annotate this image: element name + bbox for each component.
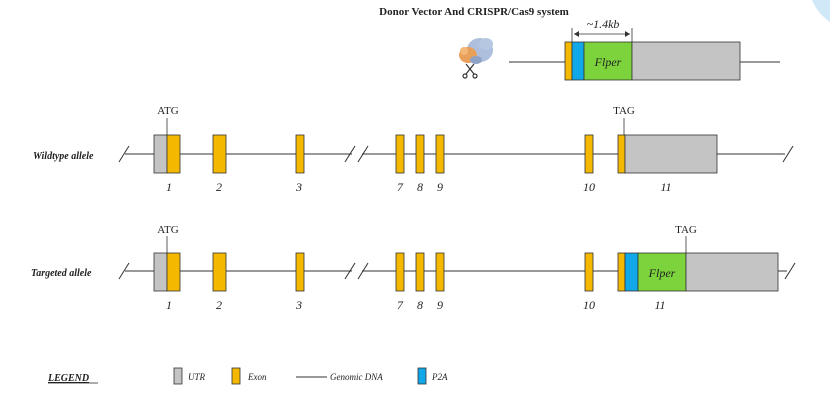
dna-break-mark — [344, 262, 356, 280]
exon-9-box — [435, 134, 445, 174]
exon-number: 11 — [660, 180, 671, 194]
exon-3-box — [295, 134, 305, 174]
p2a-box — [624, 252, 639, 292]
exon-7-box — [395, 134, 405, 174]
exon-1-box — [166, 134, 181, 174]
exon-number: 11 — [654, 298, 665, 312]
exon-number: 2 — [216, 298, 222, 312]
tag-label: TAG — [613, 105, 635, 117]
wildtype-allele: Wildtype allele ATG TAG 1 2 3 7 8 9 — [33, 105, 794, 194]
utr-3-box — [685, 252, 779, 292]
flper-box — [637, 252, 687, 292]
exon-number: 7 — [397, 298, 404, 312]
exon-8-box — [415, 134, 425, 174]
scissors-icon — [462, 63, 478, 79]
atg-label: ATG — [157, 224, 178, 236]
utr-5-box — [153, 134, 168, 174]
legend-utr-swatch — [173, 367, 183, 385]
exon-number: 10 — [583, 180, 595, 194]
utr-5-box — [153, 252, 168, 292]
dna-break-mark — [357, 262, 369, 280]
legend-genomic-dna-label: Genomic DNA — [330, 372, 383, 382]
exon-number: 7 — [397, 180, 404, 194]
flper-label: Flper — [648, 266, 676, 280]
exon-number: 8 — [417, 180, 423, 194]
exon-7-box — [395, 252, 405, 292]
donor-size-label: ~1.4kb — [587, 17, 620, 31]
donor-flper-box — [583, 41, 633, 81]
donor-p2a-box — [571, 41, 585, 81]
exon-10-box — [584, 252, 594, 292]
exon-2-box — [212, 252, 227, 292]
dna-break-mark — [782, 145, 794, 163]
exon-11-coding-box — [617, 252, 626, 292]
legend-title: LEGEND — [47, 373, 89, 384]
donor-exon-box — [564, 41, 573, 81]
exon-8-box — [415, 252, 425, 292]
dna-break-mark — [357, 145, 369, 163]
wildtype-allele-label: Wildtype allele — [33, 151, 94, 162]
legend-p2a-swatch — [417, 367, 427, 385]
exon-number: 3 — [295, 180, 302, 194]
targeted-allele-label: Targeted allele — [31, 268, 92, 279]
exon-number: 1 — [166, 180, 172, 194]
exon-number: 1 — [166, 298, 172, 312]
exon-number: 10 — [583, 298, 595, 312]
cas9-protein-icon — [459, 38, 493, 64]
legend-utr-label: UTR — [188, 372, 206, 382]
bracket-arrow-right-icon — [625, 31, 630, 37]
tag-label: TAG — [675, 224, 697, 236]
dna-break-mark — [344, 145, 356, 163]
atg-label: ATG — [157, 105, 178, 117]
legend: LEGEND UTR Exon Genomic DNA P2A — [47, 367, 448, 385]
exon-number: 9 — [437, 180, 443, 194]
diagram-title: Donor Vector And CRISPR/Cas9 system — [379, 6, 569, 18]
bracket-arrow-left-icon — [574, 31, 579, 37]
legend-exon-label: Exon — [247, 372, 267, 382]
dna-break-mark — [118, 262, 130, 280]
legend-exon-swatch — [231, 367, 241, 385]
targeted-allele: Targeted allele ATG TAG Flper 1 2 3 7 8 … — [31, 224, 796, 312]
legend-p2a-label: P2A — [431, 372, 448, 382]
exon-number: 8 — [417, 298, 423, 312]
donor-utr-box — [631, 41, 741, 81]
exon-2-box — [212, 134, 227, 174]
dna-break-mark — [118, 145, 130, 163]
exon-10-box — [584, 134, 594, 174]
dna-break-mark — [784, 262, 796, 280]
exon-1-box — [166, 252, 181, 292]
exon-number: 9 — [437, 298, 443, 312]
donor-flper-label: Flper — [594, 55, 622, 69]
exon-11-coding-box — [617, 134, 626, 174]
exon-3-box — [295, 252, 305, 292]
exon-number: 3 — [295, 298, 302, 312]
corner-swoosh-decoration — [812, 0, 830, 22]
exon-9-box — [435, 252, 445, 292]
donor-vector: Flper ~1.4kb — [509, 17, 780, 81]
exon-number: 2 — [216, 180, 222, 194]
utr-3-box — [624, 134, 718, 174]
